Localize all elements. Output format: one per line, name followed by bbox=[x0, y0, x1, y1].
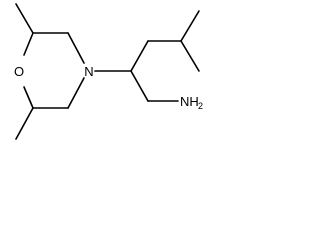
bond-n4-c5 bbox=[67, 77, 85, 109]
bond-c6-methyl-bottom bbox=[15, 107, 34, 140]
bond-ch-ch2-down bbox=[130, 70, 149, 102]
molecule-structure-diagram: O N NH 2 bbox=[14, 3, 203, 140]
bond-o1-c2 bbox=[23, 32, 34, 56]
bond-isopropyl-methyl-up bbox=[180, 10, 200, 42]
bond-ch-ch2-up bbox=[130, 40, 149, 72]
bond-methyl-top-c2 bbox=[15, 3, 34, 34]
atom-label-amine-subscript: 2 bbox=[198, 101, 203, 111]
bond-isopropyl-methyl-down bbox=[180, 40, 200, 72]
bond-c6-o1 bbox=[23, 86, 34, 109]
atom-label-nitrogen: N bbox=[84, 64, 93, 79]
atom-label-oxygen: O bbox=[14, 64, 24, 79]
atom-label-amine: NH bbox=[180, 94, 199, 109]
bond-c3-n4 bbox=[67, 32, 85, 64]
